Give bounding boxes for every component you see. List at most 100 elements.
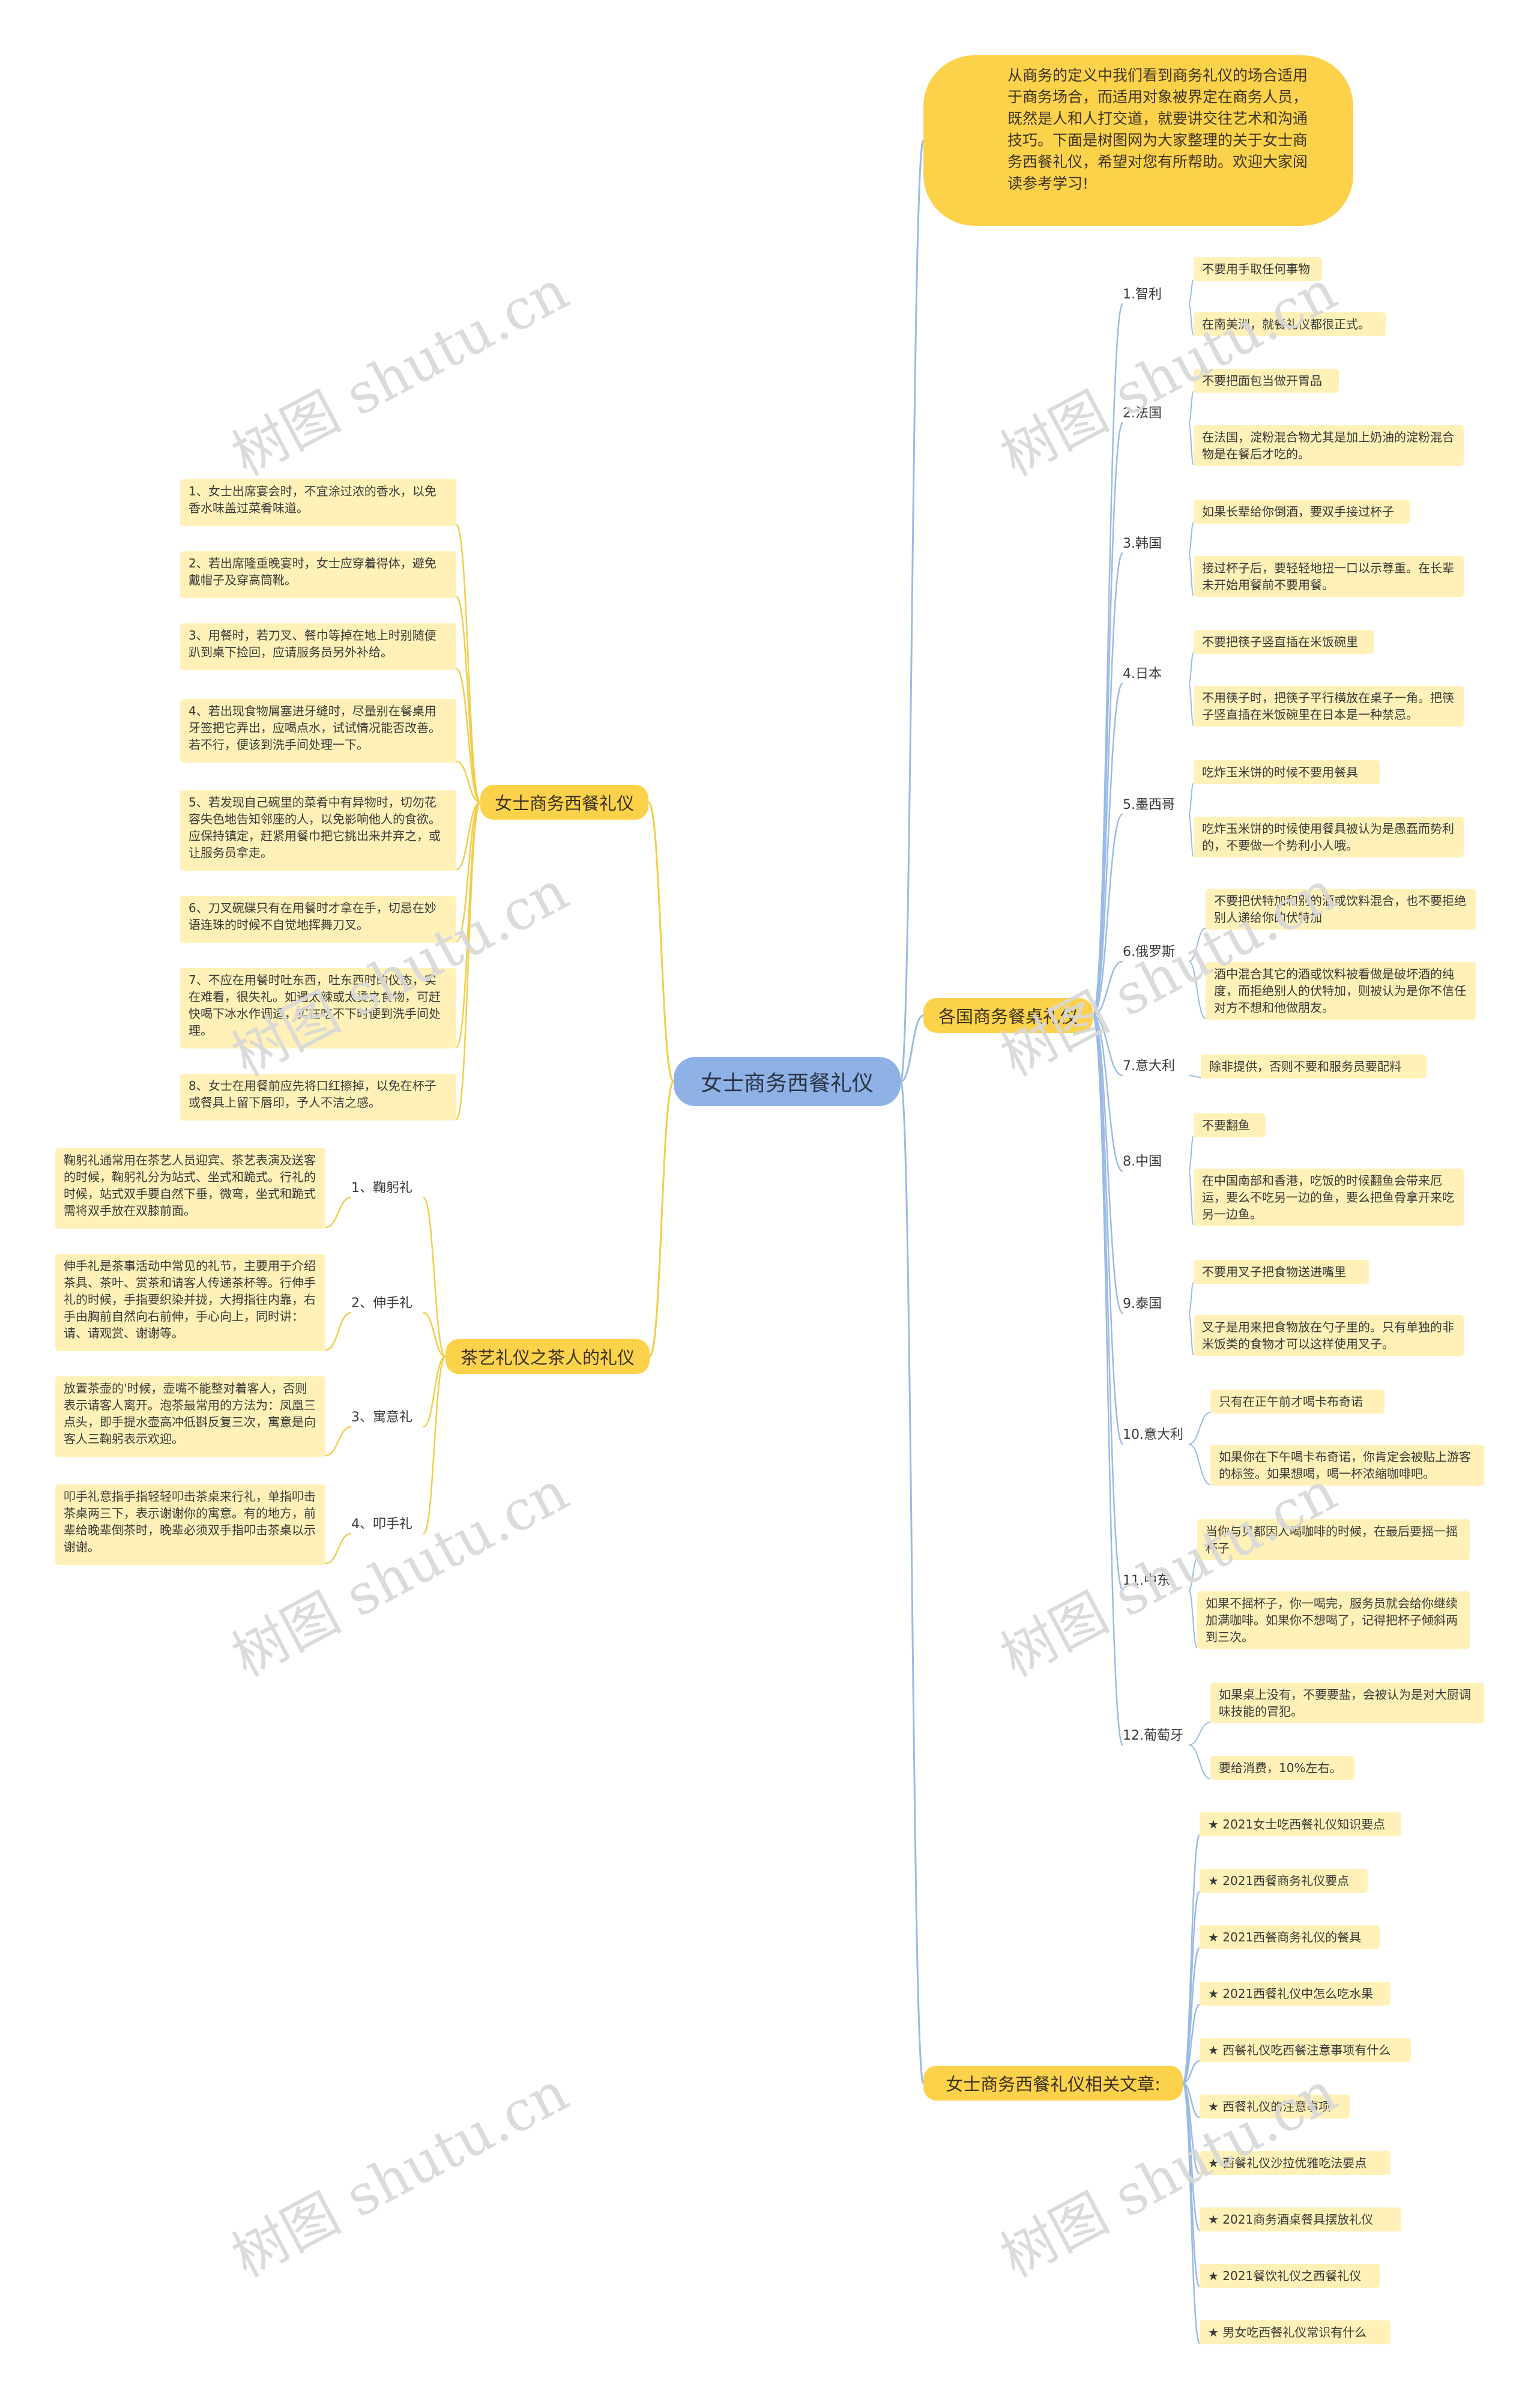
line-country-9 [1092,1014,1124,1314]
line-left1-leaf-6 [456,801,481,943]
line-country-12-leaf-2 [1188,1744,1211,1779]
line-country-3-leaf-2 [1188,552,1194,596]
line-country-2-leaf-1 [1188,391,1194,423]
branch-western-dining[interactable]: 女士商务西餐礼仪 [480,785,648,820]
mideast-rule-2[interactable]: 如果不摇杯子，你一喝完，服务员就会给你继续加满咖啡。如果你不想喝了，记得把杯子倾… [1197,1591,1470,1649]
line-country-4-leaf-1 [1188,652,1194,684]
tea-sub-hand[interactable]: 2、伸手礼 [351,1296,412,1311]
thailand-rule-2[interactable]: 叉子是用来把食物放在勺子里的。只有单独的非米饭类的食物才可以这样使用叉子。 [1194,1315,1464,1356]
russia-rule-2[interactable]: 酒中混合其它的酒或饮料被看做是破坏酒的纯度，而拒绝别人的伏特加，则被认为是你不信… [1206,962,1476,1020]
line-country-2-leaf-2 [1188,422,1194,465]
tea-sub-meaning[interactable]: 3、寓意礼 [351,1410,412,1425]
intro-bubble: 从商务的定义中我们看到商务礼仪的场合适用于商务场合，而适用对象被界定在商务人员，… [923,55,1353,226]
branch-related-articles[interactable]: 女士商务西餐礼仪相关文章: [923,2066,1183,2101]
western-tip-5[interactable]: 5、若发现自己碗里的菜肴中有异物时，切勿花容失色地告知邻座的人，以免影响他人的食… [180,790,456,871]
portugal-rule-2[interactable]: 要给消费，10%左右。 [1210,1756,1354,1780]
country-japan[interactable]: 4.日本 [1123,667,1162,682]
line-left1-leaf-2 [455,596,482,803]
line-country-5 [1092,813,1123,1017]
tea-bow-desc[interactable]: 鞠躬礼通常用在茶艺人员迎宾、茶艺表演及送客的时候，鞠躬礼分为站式、坐式和跪式。行… [55,1148,325,1229]
country-korea[interactable]: 3.韩国 [1123,536,1162,551]
western-tip-6[interactable]: 6、刀叉碗碟只有在用餐时才拿在手，切忌在妙语连珠的时候不自觉地挥舞刀叉。 [180,896,456,943]
tea-hand-desc[interactable]: 伸手礼是茶事活动中常见的礼节，主要用于介绍茶具、茶叶、赏茶和请客人传递茶杯等。行… [55,1254,325,1351]
mideast-rule-1[interactable]: 当你与贝都因人喝咖啡的时候，在最后要摇一摇杯子 [1197,1519,1470,1560]
mexico-rule-1[interactable]: 吃炸玉米饼的时候不要用餐具 [1194,760,1380,784]
country-chile[interactable]: 1.智利 [1123,287,1162,302]
line-root-left2 [648,1080,675,1358]
line-country-10-leaf-1 [1188,1412,1211,1445]
line-country-12-leaf-1 [1188,1722,1211,1746]
country-italy-1[interactable]: 7.意大利 [1123,1059,1175,1074]
western-tip-1[interactable]: 1、女士出席宴会时，不宜涂过浓的香水，以免香水味盖过菜肴味道。 [180,479,456,526]
korea-rule-1[interactable]: 如果长辈给你倒酒，要双手接过杯子 [1194,500,1410,524]
article-link-4[interactable]: ★ 2021西餐礼仪中怎么吃水果 [1200,1982,1391,2006]
chile-rule-1[interactable]: 不要用手取任何事物 [1194,257,1322,281]
line-country-10-leaf-2 [1188,1444,1211,1485]
japan-rule-1[interactable]: 不要把筷子竖直插在米饭碗里 [1194,630,1374,654]
country-france[interactable]: 2.法国 [1123,406,1162,421]
article-link-2[interactable]: ★ 2021西餐商务礼仪要点 [1200,1869,1368,1893]
china-rule-1[interactable]: 不要翻鱼 [1194,1113,1266,1137]
china-rule-2[interactable]: 在中国南部和香港，吃饭的时候翻鱼会带来厄运，要么不吃另一边的鱼，要么把鱼骨拿开来… [1194,1169,1464,1226]
line-country-9-leaf-1 [1188,1282,1194,1314]
western-tip-2[interactable]: 2、若出席隆重晚宴时，女士应穿着得体，避免戴帽子及穿高筒靴。 [180,551,456,598]
line-country-8-leaf-1 [1188,1136,1194,1172]
tea-sub-knock[interactable]: 4、叩手礼 [351,1517,412,1532]
article-link-1[interactable]: ★ 2021女士吃西餐礼仪知识要点 [1200,1812,1401,1836]
western-tip-8[interactable]: 8、女士在用餐前应先将口红擦掉，以免在杯子或餐具上留下唇印，予人不洁之感。 [180,1074,456,1121]
country-portugal[interactable]: 12.葡萄牙 [1123,1728,1183,1743]
root-node[interactable]: 女士商务西餐礼仪 [674,1057,901,1106]
line-country-6-leaf-1 [1188,928,1206,962]
western-tip-4[interactable]: 4、若出现食物屑塞进牙缝时，尽量别在餐桌用牙签把它弄出，应喝点水，试试情况能否改… [180,699,456,763]
italy2-rule-2[interactable]: 如果你在下午喝卡布奇诺，你肯定会被贴上游客的标签。如果想喝，喝一杯浓缩咖啡吧。 [1210,1445,1484,1486]
article-link-3[interactable]: ★ 2021西餐商务礼仪的餐具 [1200,1925,1380,1949]
line-root-left1 [647,801,675,1083]
tea-sub-bow[interactable]: 1、鞠躬礼 [351,1181,412,1196]
article-link-7[interactable]: ★ 西餐礼仪沙拉优雅吃法要点 [1200,2151,1391,2175]
tea-meaning-desc[interactable]: 放置茶壶的'时候，壶嘴不能整对着客人，否则表示请客人离开。泡茶最常用的方法为：凤… [55,1376,325,1457]
article-link-5[interactable]: ★ 西餐礼仪吃西餐注意事项有什么 [1200,2038,1411,2062]
france-rule-1[interactable]: 不要把面包当做开胃品 [1194,369,1339,393]
country-mexico[interactable]: 5.墨西哥 [1123,797,1175,812]
country-thailand[interactable]: 9.泰国 [1123,1296,1162,1311]
line-country-7 [1092,1014,1123,1077]
article-link-6[interactable]: ★ 西餐礼仪的注意事项 [1200,2095,1350,2119]
thailand-rule-1[interactable]: 不要用叉子把食物送进嘴里 [1194,1260,1369,1284]
line-country-1-leaf-1 [1188,279,1194,304]
branch-tea-etiquette[interactable]: 茶艺礼仪之茶人的礼仪 [445,1339,650,1374]
line-root-right1 [900,1014,924,1083]
branch-country-etiquette[interactable]: 各国商务餐桌礼仪 [923,998,1093,1033]
line-country-5-leaf-2 [1188,814,1194,857]
article-link-8[interactable]: ★ 2021商务酒桌餐具摆放礼仪 [1200,2207,1401,2231]
italy2-rule-1[interactable]: 只有在正午前才喝卡布奇诺 [1210,1390,1385,1414]
country-italy-2[interactable]: 10.意大利 [1123,1427,1183,1442]
country-middle-east[interactable]: 11.中东 [1123,1573,1170,1588]
line-left2-sub-2 [423,1311,446,1358]
western-tip-7[interactable]: 7、不应在用餐时吐东西，吐东西时的仪态，实在难看，很失礼。如遇太辣或太烫之食物，… [180,968,456,1048]
article-link-9[interactable]: ★ 2021餐饮礼仪之西餐礼仪 [1200,2264,1380,2288]
tea-knock-desc[interactable]: 叩手礼意指手指轻轻叩击茶桌来行礼，单指叩击茶桌两三下，表示谢谢你的寓意。有的地方… [55,1484,325,1565]
country-china[interactable]: 8.中国 [1123,1154,1162,1169]
mexico-rule-2[interactable]: 吃炸玉米饼的时候使用餐具被认为是愚蠢而势利的，不要做一个势利小人哦。 [1194,817,1464,858]
japan-rule-2[interactable]: 不用筷子时，把筷子平行横放在桌子一角。把筷子竖直插在米饭碗里在日本是一种禁忌。 [1194,686,1464,727]
portugal-rule-1[interactable]: 如果桌上没有，不要要盐，会被认为是对大厨调味技能的冒犯。 [1210,1683,1484,1723]
line-left2-leaf-4 [325,1532,352,1565]
line-left1-leaf-4 [456,760,481,803]
line-country-6 [1092,960,1123,1017]
line-article-10 [1182,2082,1201,2344]
country-russia[interactable]: 6.俄罗斯 [1123,945,1175,960]
line-left2-leaf-1 [325,1196,352,1229]
russia-rule-1[interactable]: 不要把伏特加和别的酒或饮料混合，也不要拒绝别人递给你的伏特加 [1206,889,1476,930]
chile-rule-2[interactable]: 在南美洲，就餐礼仪都很正式。 [1194,312,1386,336]
article-link-10[interactable]: ★ 男女吃西餐礼仪常识有什么 [1200,2320,1391,2344]
line-country-4-leaf-2 [1188,683,1194,726]
line-article-5 [1182,2060,1200,2084]
line-article-2 [1182,1890,1201,2084]
line-left1-leaf-5 [456,801,481,871]
france-rule-2[interactable]: 在法国，淀粉混合物尤其是加上奶油的淀粉混合物是在餐后才吃的。 [1194,425,1464,466]
line-country-5-leaf-1 [1188,782,1194,815]
western-tip-3[interactable]: 3、用餐时，若刀叉、餐巾等掉在地上时别随便趴到桌下捡回，应请服务员另外补给。 [180,623,456,670]
italy-rule-1[interactable]: 除非提供，否则不要和服务员要配料 [1201,1054,1427,1078]
korea-rule-2[interactable]: 接过杯子后，要轻轻地扭一口以示尊重。在长辈未开始用餐前不要用餐。 [1194,556,1464,597]
